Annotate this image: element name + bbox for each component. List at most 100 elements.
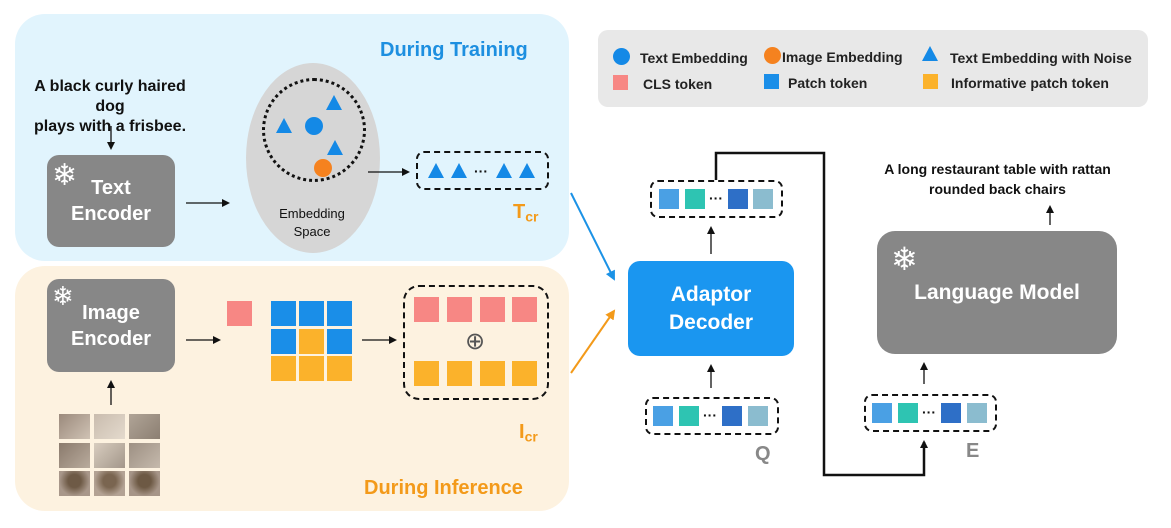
query-token xyxy=(722,406,742,426)
icr-label: Icr xyxy=(519,421,538,445)
embedding-space-circle xyxy=(262,78,366,182)
q-label: Q xyxy=(755,443,771,465)
informative-patch-token xyxy=(480,361,505,386)
image-encoder-line1: Image xyxy=(82,301,140,324)
adaptor-decoder-box: Adaptor Decoder xyxy=(628,261,794,356)
patch-token-legend-icon xyxy=(764,74,779,89)
image-patch xyxy=(94,414,125,439)
noisy-text-embedding-icon xyxy=(451,163,467,178)
frozen-snowflake-icon: ❄ xyxy=(891,241,918,277)
adaptor-line1: Adaptor xyxy=(670,282,752,306)
image-patch xyxy=(129,414,160,439)
noisy-text-embedding-legend-icon xyxy=(922,46,938,61)
image-patch xyxy=(129,471,160,496)
noisy-text-embedding-icon xyxy=(326,95,342,110)
query-token xyxy=(748,406,768,426)
query-token xyxy=(653,406,673,426)
frozen-snowflake-icon: ❄ xyxy=(52,281,74,311)
output-token xyxy=(728,189,748,209)
informative-patch-token xyxy=(512,361,537,386)
image-patch xyxy=(129,443,160,468)
connector-output-to-e xyxy=(714,151,928,477)
patch-token xyxy=(327,301,352,326)
informative-patch-token xyxy=(414,361,439,386)
cls-token xyxy=(227,301,252,326)
patch-token xyxy=(299,301,324,326)
tcr-main: T xyxy=(513,201,526,223)
arrow-icr-to-adaptor xyxy=(570,309,616,374)
input-caption-line2: plays with a frisbee. xyxy=(33,118,187,135)
legend-panel xyxy=(598,30,1148,107)
tcr-token-box xyxy=(416,151,549,190)
output-token xyxy=(659,189,679,209)
icr-main: I xyxy=(519,421,525,443)
output-ellipsis: ··· xyxy=(709,190,723,206)
noisy-text-embedding-icon xyxy=(519,163,535,178)
language-model-label: Language Model xyxy=(914,280,1080,304)
embedding-space-label: Embedding Space xyxy=(262,205,362,241)
tcr-sub: cr xyxy=(525,208,539,225)
lm-output-line2: rounded back chairs xyxy=(929,181,1066,197)
lm-output-caption: A long restaurant table with rattan roun… xyxy=(880,159,1115,199)
e-token xyxy=(967,403,987,423)
informative-patch-token xyxy=(271,356,296,381)
input-caption: A black curly haired dog plays with a fr… xyxy=(20,77,200,137)
legend-text-embedding-noise: Text Embedding with Noise xyxy=(950,50,1132,66)
image-embedding-dot-icon xyxy=(314,159,332,177)
legend-cls-token: CLS token xyxy=(643,76,713,92)
image-encoder-line2: Encoder xyxy=(70,327,152,350)
text-encoder-line1: Text xyxy=(91,177,131,199)
text-embedding-dot-icon xyxy=(305,117,323,135)
tcr-label: Tcr xyxy=(513,201,538,225)
icr-sub: cr xyxy=(524,428,538,445)
patch-token xyxy=(327,329,352,354)
informative-patch-token xyxy=(327,356,352,381)
text-encoder-box: Text Encoder xyxy=(47,155,175,247)
legend-image-embedding: Image Embedding xyxy=(782,49,903,65)
query-token-box xyxy=(645,397,779,435)
noisy-text-embedding-icon xyxy=(276,118,292,133)
e-token xyxy=(898,403,918,423)
embedding-space-line2: Space xyxy=(293,224,331,239)
e-ellipsis: ··· xyxy=(922,404,936,420)
training-title: During Training xyxy=(380,39,528,61)
e-token xyxy=(872,403,892,423)
adaptor-output-box xyxy=(650,180,783,218)
noisy-text-embedding-icon xyxy=(428,163,444,178)
frozen-snowflake-icon: ❄ xyxy=(52,159,78,192)
informative-patch-token xyxy=(299,356,324,381)
cls-token xyxy=(447,297,472,322)
image-encoder-box: Image Encoder xyxy=(47,279,175,372)
cls-token xyxy=(512,297,537,322)
oplus-icon: ⊕ xyxy=(465,328,486,355)
embedding-space-line1: Embedding xyxy=(279,206,345,221)
cls-token-legend-icon xyxy=(613,75,628,90)
informative-patch-token xyxy=(447,361,472,386)
adaptor-line2: Decoder xyxy=(668,310,754,334)
informative-patch-legend-icon xyxy=(923,74,938,89)
cls-token xyxy=(480,297,505,322)
language-model-box: Language Model xyxy=(877,231,1117,354)
text-embedding-legend-icon xyxy=(613,48,630,65)
cls-token xyxy=(414,297,439,322)
e-token-box xyxy=(864,394,997,432)
informative-patch-token xyxy=(299,329,324,354)
arrow-tcr-to-adaptor xyxy=(570,192,615,281)
output-token xyxy=(753,189,773,209)
image-patch xyxy=(94,471,125,496)
query-ellipsis: ··· xyxy=(703,407,717,423)
patch-token xyxy=(271,301,296,326)
image-patch xyxy=(59,414,90,439)
image-patch xyxy=(59,471,90,496)
query-token xyxy=(679,406,699,426)
image-patch xyxy=(59,443,90,468)
image-embedding-legend-icon xyxy=(764,47,781,64)
output-token xyxy=(685,189,705,209)
text-encoder-line2: Encoder xyxy=(70,203,152,225)
e-label: E xyxy=(966,440,980,462)
legend-informative-patch-token: Informative patch token xyxy=(951,75,1109,91)
lm-output-line1: A long restaurant table with rattan xyxy=(884,161,1111,177)
input-caption-line1: A black curly haired dog xyxy=(34,78,186,115)
noisy-text-embedding-icon xyxy=(496,163,512,178)
icr-token-box xyxy=(403,285,549,400)
